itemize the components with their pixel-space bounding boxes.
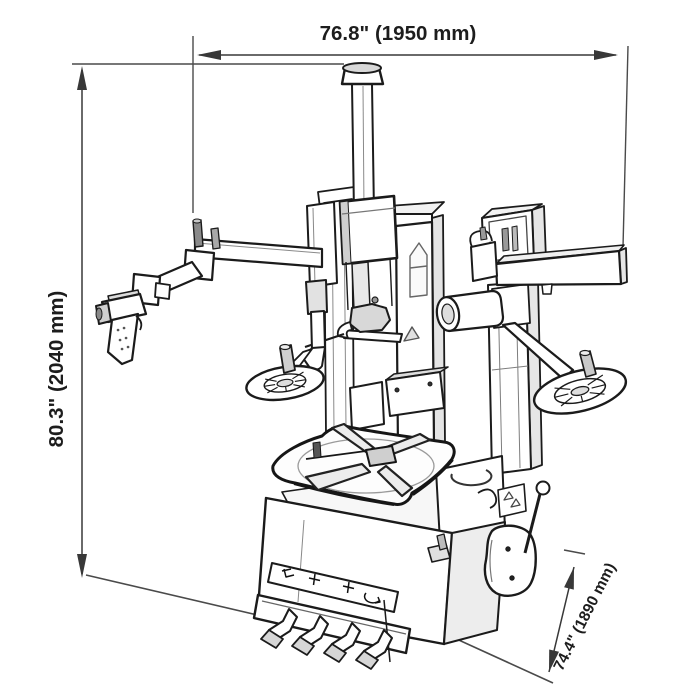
dimension-annotations (77, 50, 618, 673)
recess-pin-1 (501, 227, 510, 252)
carriage-shade (339, 200, 352, 265)
jaw-arm-sw (304, 462, 372, 492)
motor-bolt-2 (509, 575, 515, 581)
depth-arrow-top (564, 567, 574, 590)
arm-bracket-detail (312, 207, 316, 286)
bracket-bolt-1 (394, 387, 400, 393)
jaw-arm-se (376, 464, 414, 498)
arm-bracket (306, 201, 338, 288)
height-arrow-top (77, 66, 87, 90)
post (310, 310, 326, 351)
depth-arrow-bottom (549, 649, 559, 672)
pedal-pad (260, 629, 284, 649)
motor-cover (483, 524, 537, 597)
turntable (271, 422, 456, 506)
gun-trigger (135, 315, 143, 331)
turntable-hub (365, 445, 397, 467)
right-disc-hub (570, 385, 590, 397)
side-hook (477, 488, 498, 509)
pedal-1 (260, 608, 298, 649)
pedal-bar (252, 593, 412, 655)
pedal-pad (291, 636, 315, 656)
motor-cover-line (489, 539, 493, 583)
bracket-bolt-2 (427, 381, 433, 387)
left-disc-spokes (264, 371, 306, 394)
gun-grip (106, 312, 140, 366)
pedal-pad (355, 650, 379, 670)
pedal-4 (355, 629, 393, 670)
right-helper-arm (501, 321, 575, 381)
width-arrow-left (197, 50, 221, 60)
cabinet-assembly (252, 480, 551, 670)
pedal-icons (281, 568, 381, 604)
pedestal-ring (450, 469, 493, 487)
side-foot-pin (436, 533, 448, 551)
beam-clamp-pin (479, 226, 488, 241)
arm-pin-2 (210, 227, 221, 250)
depth-dimension-label: 74.4" (1890 mm) (551, 560, 620, 673)
inner-rod (351, 261, 371, 311)
bead-roller-bore (441, 303, 455, 325)
rod-cap-top (342, 62, 382, 74)
bracket-b (385, 371, 445, 417)
pedal-lever-rod (383, 599, 391, 663)
pedal-bar-line (261, 600, 407, 635)
left-disc-pin-top (279, 343, 291, 351)
right-bead-disc (532, 367, 628, 415)
width-arrow-right (594, 50, 618, 60)
warning-plate (497, 483, 527, 518)
arm-pin-1-top (192, 218, 202, 224)
height-arrow-bottom (77, 554, 87, 578)
jaw-pin (312, 441, 322, 459)
left-disc-hub (276, 378, 294, 388)
beam-clamp (470, 241, 498, 282)
pedal-pad (323, 643, 347, 663)
lever-rod (523, 493, 542, 554)
lever-ball (535, 480, 551, 496)
turntable-plate (297, 438, 435, 494)
width-dimension-label: 76.8" (1950 mm) (320, 22, 477, 45)
bead-roller-body (445, 289, 505, 333)
warning-triangles (503, 491, 521, 508)
beam-tab (541, 283, 553, 295)
ground-line-left (85, 574, 267, 618)
column-triangle-decal (403, 326, 420, 342)
right-assembly (435, 203, 628, 475)
pedal-3 (323, 622, 361, 663)
depth-reference-tick (563, 549, 586, 555)
gun-muzzle (95, 307, 103, 321)
grip-texture (116, 326, 130, 351)
left-bead-disc (245, 364, 325, 402)
slide-channel (345, 257, 393, 311)
bracket-a (349, 381, 385, 431)
width-extension-right (622, 45, 629, 248)
mount-head (349, 303, 391, 333)
elbow-nub (154, 282, 171, 300)
right-disc-pin-top (579, 349, 591, 357)
motor-bolt-1 (505, 546, 511, 552)
recess-pin-2 (511, 225, 519, 252)
head-knob (371, 296, 379, 304)
pedal-2 (291, 615, 329, 656)
beam-front (494, 249, 623, 287)
slide-rod-line (362, 85, 365, 212)
arm-pin-1 (192, 219, 204, 248)
turntable-rim-thickness (293, 459, 454, 506)
left-arm-assembly (95, 218, 324, 366)
left-disc-assembly (245, 279, 328, 402)
height-dimension-label: 80.3" (2040 mm) (45, 291, 68, 448)
column-arrow-decal (409, 242, 428, 298)
right-disc-spokes (554, 374, 606, 407)
carriage-detail (341, 207, 396, 215)
post-collar (305, 279, 328, 315)
pedals (260, 608, 393, 670)
